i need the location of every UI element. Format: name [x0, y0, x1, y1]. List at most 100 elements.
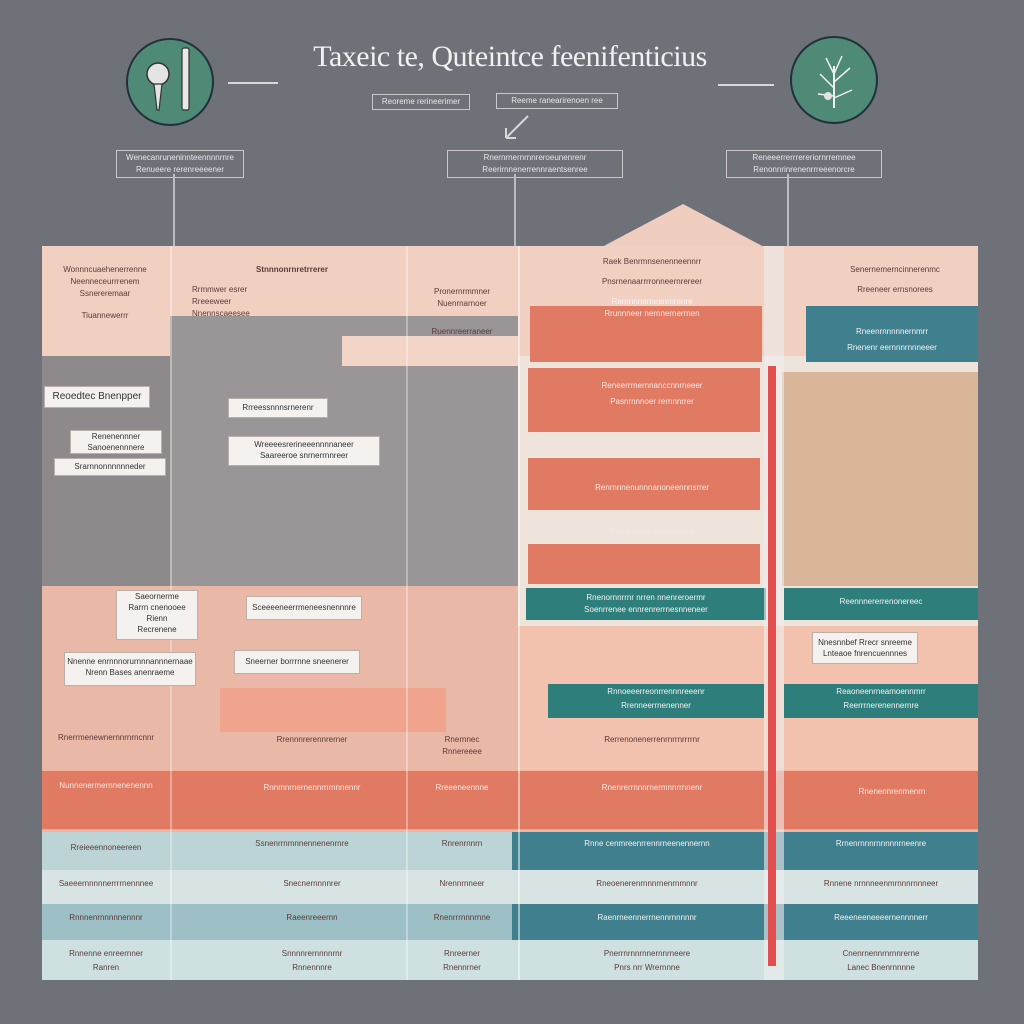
head-cell-line: Tiuannewerrr	[81, 311, 129, 320]
connector-line	[514, 174, 516, 254]
table-row-cell: Rnnene nrnnneenmrnnnrnnneer	[823, 879, 939, 888]
label-box-line: Lnteaoe fnrencuennnes	[822, 649, 908, 658]
column-label-right-line: Renonnrinrenenrrreeenorcre	[753, 165, 855, 174]
label-box-line: Rienn	[146, 614, 168, 623]
table-row-cell: Ranren	[92, 963, 120, 972]
label-box-line: Sanoenennnere	[87, 443, 145, 452]
head-cell-line: Senernemerncinnerenmc	[850, 265, 940, 274]
teal-bar-text: Reerrrnerenennernre	[843, 701, 919, 710]
table-row-cell: Rnennrner	[443, 963, 481, 972]
table-row-cell: Raeenreeernn	[286, 913, 338, 922]
coral-bar	[528, 368, 760, 432]
label-box-line: Nnesnnbef Rrecr snreeme	[818, 638, 912, 647]
label-box-line: Saareeroe snrnerrnnreer	[259, 451, 349, 460]
peach-block	[342, 336, 518, 366]
coral-bar-text: Renrnnnenunnnanoneennnsrrer	[595, 483, 709, 492]
column-label-right-line: Reneeerrerrrereriornrremnee	[752, 153, 856, 162]
teal-bar	[806, 306, 978, 362]
column-label-left-line: Renueere rerenreeeener	[135, 165, 225, 174]
table-row-cell: Reeeneeneeeernennnnerr	[834, 913, 928, 922]
band-light-2	[42, 870, 978, 904]
table-row-cell: Nrennrnneer	[439, 879, 485, 888]
head-cell-line: Pnsrnenaarrrronneernrereer	[601, 277, 703, 286]
band-steel-2	[512, 904, 978, 940]
label-box-line: Wreeeesrerineeennnnaneer	[254, 440, 354, 449]
table-row-cell: Rnnmnrnernennrnrnnnennr	[263, 783, 361, 792]
label-box: Nnenne enrnnnorurnnnannnernaae Nrenn Bas…	[64, 652, 196, 686]
table-row-cell: Raenrneennerrnennrnnnnnr	[597, 913, 697, 922]
roof-peak	[600, 204, 766, 248]
label-box: Sneerner borrrnne sneenerer	[234, 650, 360, 674]
band-coral-row	[42, 771, 978, 829]
table-row-cell: Rnerrmenewnernnrnrncnnr	[57, 733, 155, 742]
table-row-cell: Ssnenrrnmnnennenenrnre	[255, 839, 349, 848]
table-row-cell: Rnernnec	[444, 735, 480, 744]
teal-bar-text: Rneenrnnnnnernmrr	[855, 327, 929, 336]
table-row-cell: Rnnereeee	[442, 747, 482, 756]
table-row-cell: Lanec Bnenrnnnne	[847, 963, 915, 972]
head-cell-line: Ssnereremaar	[79, 289, 131, 298]
head-cell-1: Wonnncuaehenerrenne Neenneceurrrenem Ssn…	[52, 264, 158, 322]
head-cell-line: Rrmmwer esrer	[192, 285, 248, 294]
table-row-cell: Rnenrrrnnnrnne	[433, 913, 491, 922]
column-label-center-line: Rnernrnernrnnreroeunenrenr	[483, 153, 587, 162]
coral-bar-text: Rnenrrnnnenrnneeenne	[609, 527, 695, 536]
diagram-title: Taxeic te, Quteintce feenifenticius	[313, 40, 707, 73]
label-box-line: Rarrn cnenooee	[128, 603, 186, 612]
teal-bar-text: Rnnoeeerreonrrennnreeenr	[607, 687, 705, 696]
label-box-line: Renenennner	[91, 432, 141, 441]
label-box-line: Nnenne enrnnnorurnnnannnernaae	[67, 657, 193, 666]
table-row-cell: Rneoenerenrnnnrnenrnmnnr	[596, 879, 698, 888]
label-box: Rrreessnnnsrnerenr	[228, 398, 328, 418]
column-label-center: Rnernrnernrnnreroeunenrenr Reerirnnenerr…	[447, 150, 623, 178]
table-row-cell: Rrennnrerennrerner	[276, 735, 348, 744]
label-box-line: Recrenene	[137, 625, 177, 634]
teal-bar	[784, 684, 978, 718]
table-row-cell: Snnnnrernnnnrnr	[281, 949, 343, 958]
main-table: Wonnncuaehenerrenne Neenneceurrrenem Ssn…	[42, 246, 978, 980]
table-row-cell: Snecnernnnnrer	[283, 879, 341, 888]
table-row-cell: Rnreerner	[443, 949, 480, 958]
head-cell-line: Ruennreerraneer	[431, 327, 493, 336]
column-label-right: Reneeerrerrrereriornrremnee Renonnrinren…	[726, 150, 882, 178]
top-caption-left: Reoreme rerineerimer	[372, 94, 470, 110]
table-row-cell: Pnrs nrr Wrernnne	[614, 963, 680, 972]
column-label-left-line: Wenecanruneninnteennnnrnre	[126, 153, 234, 162]
head-cell-line: Rernnnnarneenmrenre	[611, 297, 693, 306]
teal-bar-text: Rrenneerrnenenner	[621, 701, 691, 710]
table-row-cell: Rnenrerrnnnrnermnnrrnnenr	[601, 783, 703, 792]
head-cell-5: Senernemerncinnerenmc Rreeneer ernsnoree…	[822, 264, 968, 296]
arrow-left-icon	[718, 84, 774, 86]
coral-bar-text: Rrunnneer nernnernerrnen	[604, 309, 700, 318]
thermometer-bar	[768, 366, 776, 966]
head-cell-line: Raek Benrmnsenenneennrr	[602, 257, 702, 266]
head-cell-3: Pronernrmmner Nuenrnarnoer Ruennreerrane…	[412, 286, 512, 338]
arrow-right-icon	[228, 82, 278, 84]
table-row-cell: Rerrenonenerrenrnrrnrrrrnr	[604, 735, 700, 744]
table-row-cell: Rnne cenmreenrrennrneenennernn	[584, 839, 710, 848]
connector-line	[787, 174, 789, 254]
column-label-center-line: Reerirnnenerrennraentsenree	[482, 165, 588, 174]
coral-bar	[530, 306, 762, 362]
band-tan-right	[782, 372, 978, 586]
coral-bar-text: Reneerrrnernnanccnnrneeer	[601, 381, 703, 390]
top-caption-right: Reeme ranearirenoen ree	[496, 93, 618, 109]
diagonal-arrow-icon	[500, 112, 532, 144]
label-box: Sceeeeneerrmeneesnennnre	[246, 596, 362, 620]
teal-bar-text: Rnenenr eernnnrnnneeer	[847, 343, 937, 352]
teal-bar-text: Reaoneenrneamoennmrr	[836, 687, 926, 696]
teal-bar	[548, 684, 764, 718]
table-row-cell: Rnnnenrnnnnnennnr	[69, 913, 143, 922]
table-row-cell: Rreeeneennne	[435, 783, 489, 792]
label-box: Renenennner Sanoenennnere	[70, 430, 162, 454]
label-box-line: Nrenn Bases anenraeme	[85, 668, 175, 677]
head-cell-4: Raek Benrmnsenenneennrr Pnsrnenaarrrronn…	[562, 256, 742, 308]
table-row-cell: Rnnenne enreernner	[69, 949, 143, 958]
label-box: Wreeeesrerineeennnnaneer Saareeroe snrne…	[228, 436, 380, 466]
teal-bar-text: Soenrrenee ennrenrerrnesnneneer	[584, 605, 708, 614]
label-box-line: Saeornerme	[134, 592, 180, 601]
teal-bar-text: Rnenornnrrnr nrren nnenreroermr	[586, 593, 706, 602]
torch-icon	[126, 38, 214, 126]
teal-bar-text: Reennnererrenonereec	[839, 597, 923, 606]
table-row-cell: Cnenrnennrnrnnrerne	[842, 949, 920, 958]
